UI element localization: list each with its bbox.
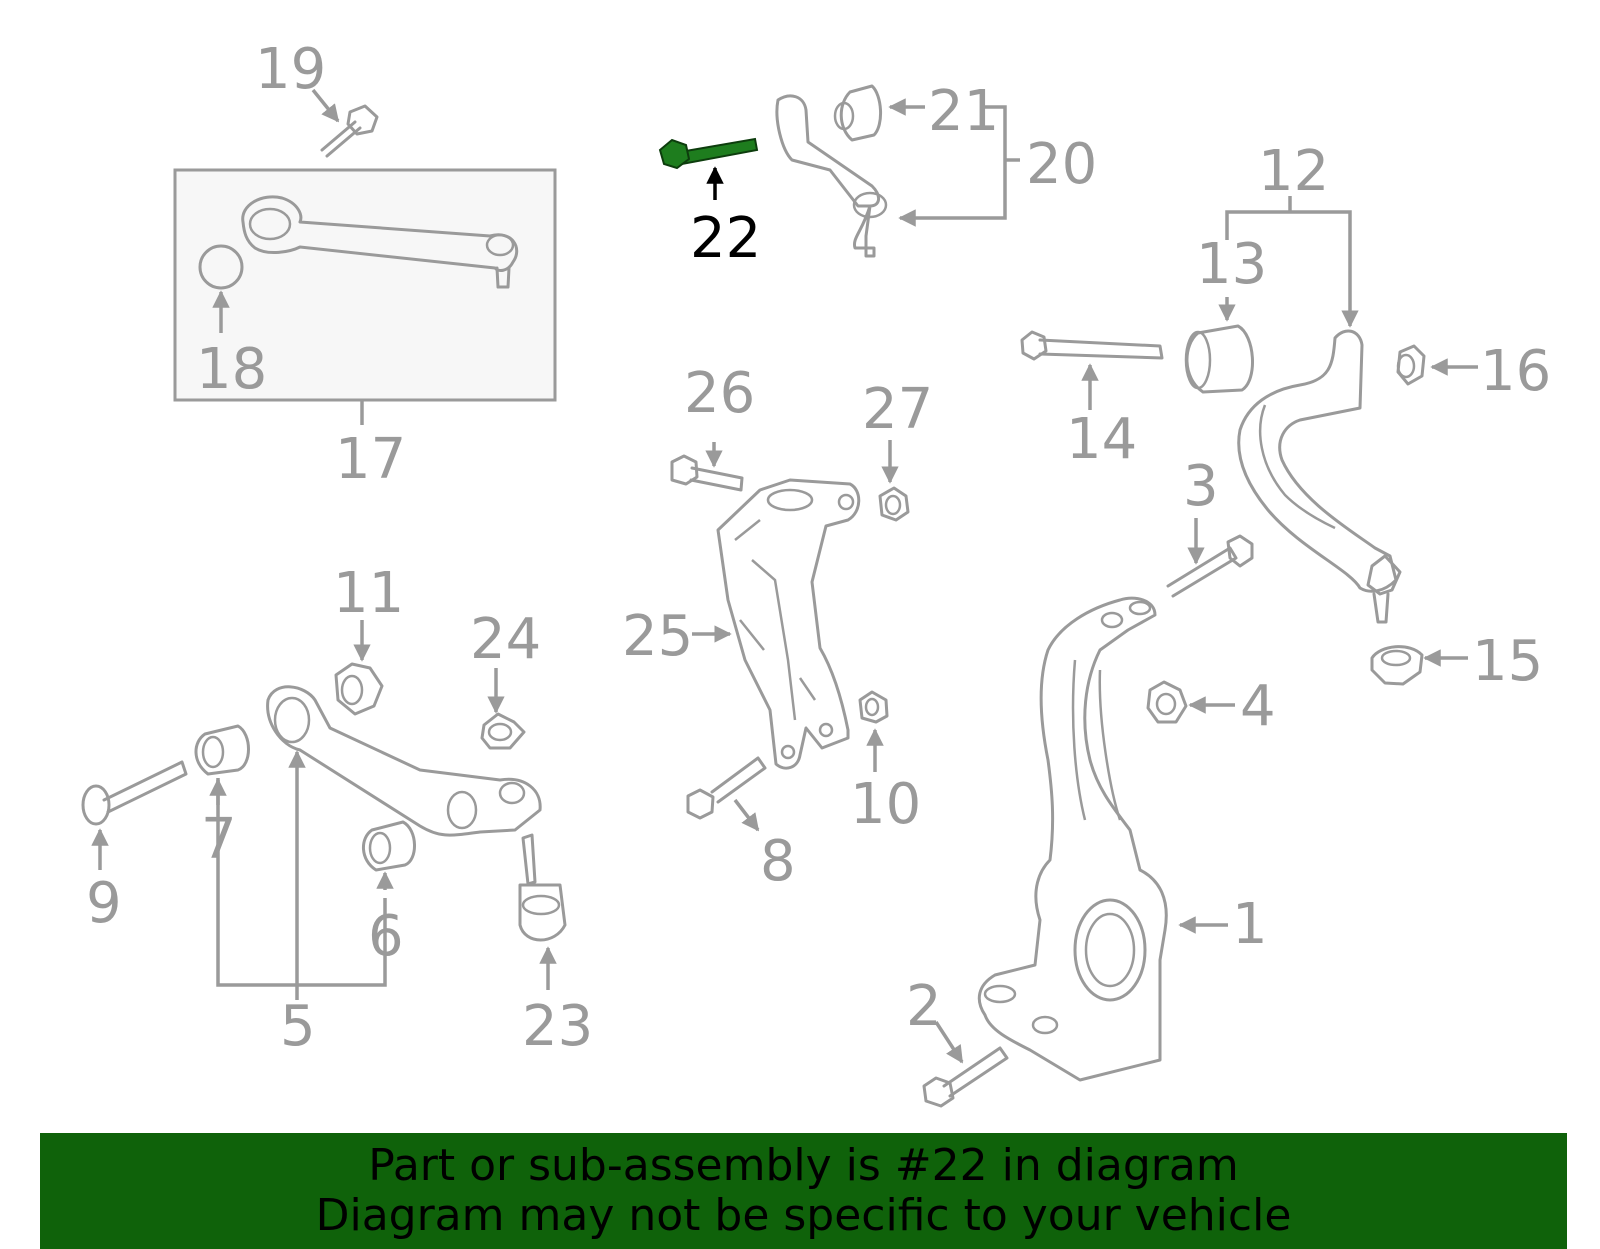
part-21-bushing <box>839 84 882 142</box>
label-15: 15 <box>1472 629 1543 694</box>
banner-line-1: Part or sub-assembly is #22 in diagram <box>368 1140 1239 1191</box>
part-27-nut <box>878 486 910 522</box>
label-19: 19 <box>255 37 326 102</box>
label-4: 4 <box>1240 674 1276 739</box>
part-25-bracket <box>670 440 910 832</box>
label-7: 7 <box>201 807 237 872</box>
label-13: 13 <box>1196 232 1267 297</box>
label-6: 6 <box>368 904 404 969</box>
label-24: 24 <box>470 607 541 672</box>
part-20-link <box>775 84 1020 258</box>
part-1-knuckle <box>922 518 1254 1108</box>
banner-line-2: Diagram may not be specific to your vehi… <box>315 1190 1292 1241</box>
label-1: 1 <box>1232 892 1268 957</box>
label-12: 12 <box>1258 139 1329 204</box>
label-9: 9 <box>86 871 122 936</box>
label-5: 5 <box>280 994 316 1059</box>
part-17-box <box>173 168 557 402</box>
part-17-group <box>173 168 557 425</box>
part-2-bolt <box>942 1046 1009 1098</box>
part-22-shank <box>678 137 759 166</box>
part-9-bolt <box>102 760 188 814</box>
part-17-ball-socket <box>485 233 515 257</box>
part-17-arm <box>241 195 519 272</box>
part-14-bolt <box>1038 338 1164 360</box>
label-20: 20 <box>1026 132 1097 197</box>
leader-2 <box>934 1021 964 1064</box>
part-19-bolt <box>311 88 379 158</box>
label-27: 27 <box>862 377 933 442</box>
part-24-nut <box>480 712 526 750</box>
part-18-bushing <box>198 244 244 290</box>
label-17: 17 <box>335 427 406 492</box>
part-22-head <box>658 138 691 170</box>
label-16: 16 <box>1480 339 1551 404</box>
label-26: 26 <box>684 361 755 426</box>
label-3: 3 <box>1183 454 1219 519</box>
part-13-bushing <box>1185 324 1254 394</box>
label-11: 11 <box>333 561 404 626</box>
part-8-bolt <box>710 756 767 804</box>
part-4-nut <box>1146 680 1188 724</box>
part-20-eye <box>852 191 888 219</box>
part-11-nut <box>334 662 384 716</box>
label-21: 21 <box>928 79 999 144</box>
part-10-nut <box>858 690 889 724</box>
info-banner: Part or sub-assembly is #22 in diagram D… <box>40 1133 1567 1249</box>
part-17-eye <box>248 207 292 241</box>
label-22: 22 <box>690 206 761 271</box>
part-26-bolt <box>689 466 744 492</box>
part-17-stud <box>495 266 511 289</box>
label-25: 25 <box>622 604 693 669</box>
part-7-bushing <box>194 724 250 776</box>
label-18: 18 <box>196 337 267 402</box>
label-8: 8 <box>760 829 796 894</box>
label-14: 14 <box>1066 407 1137 472</box>
part-15-nut <box>1370 645 1424 686</box>
part-5-arm <box>81 620 567 1000</box>
part-3-bolt <box>1166 546 1238 598</box>
callout-labels: 1 2 3 4 5 6 7 8 9 10 11 12 13 14 15 16 1… <box>86 37 1551 1059</box>
part-23-ball-joint <box>518 883 567 942</box>
leader-20 <box>898 105 1007 227</box>
part-12-arm <box>1020 196 1478 686</box>
leader-8 <box>733 798 760 832</box>
part-6-bushing <box>362 820 416 872</box>
part-22-bolt <box>658 137 759 200</box>
label-23: 23 <box>522 994 593 1059</box>
part-16-nut <box>1396 344 1426 386</box>
label-2: 2 <box>906 974 942 1039</box>
label-10: 10 <box>850 772 921 837</box>
leader-19 <box>311 88 340 123</box>
leader-5-bracket <box>216 778 387 987</box>
